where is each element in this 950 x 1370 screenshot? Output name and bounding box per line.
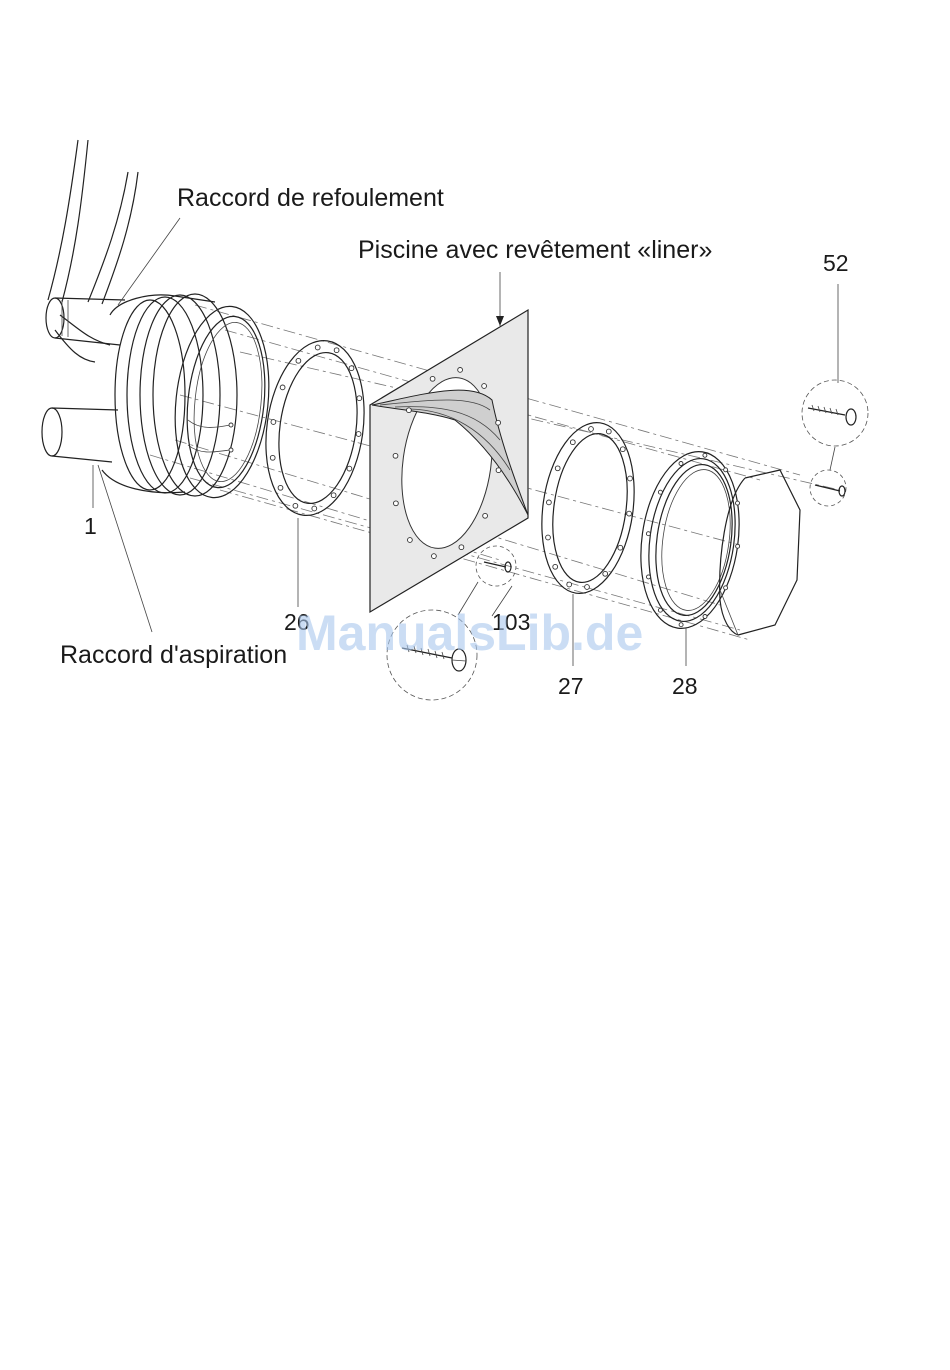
- screw-hole: [724, 586, 728, 590]
- screw-hole: [736, 544, 740, 548]
- pool-liner-label: Piscine avec revêtement «liner»: [358, 236, 712, 264]
- screw-hole: [394, 501, 399, 506]
- screw-hole: [555, 466, 560, 471]
- screw-hole: [546, 535, 551, 540]
- screw-hole: [357, 396, 362, 401]
- screw-hole: [603, 571, 608, 576]
- screw-hole: [703, 615, 707, 619]
- screw-hole: [496, 420, 501, 425]
- screw-hole: [567, 582, 572, 587]
- screw-hole: [679, 462, 683, 466]
- screw-detail-52: [802, 380, 868, 506]
- screw-hole: [658, 490, 662, 494]
- screw-hole: [703, 453, 707, 457]
- screw-hole: [293, 503, 298, 508]
- screw-hole: [347, 466, 352, 471]
- screw-hole: [334, 348, 339, 353]
- suction-connection-label: Raccord d'aspiration: [60, 641, 287, 669]
- screw-hole: [496, 468, 501, 473]
- screw-hole: [647, 575, 651, 579]
- screw-hole: [331, 493, 336, 498]
- screw-hole: [736, 501, 740, 505]
- screw-hole: [408, 538, 413, 543]
- screw-hole: [270, 455, 275, 460]
- part-number-27: 27: [558, 673, 584, 699]
- screw-hole: [430, 376, 435, 381]
- screw-hole: [432, 554, 437, 559]
- screw-hole: [349, 366, 354, 371]
- screw-hole: [724, 468, 728, 472]
- part-number-1: 1: [84, 513, 97, 539]
- screw-hole: [278, 485, 283, 490]
- screw-hole: [458, 368, 463, 373]
- screw-hole: [570, 440, 575, 445]
- watermark: ManualsLib.de: [296, 605, 643, 661]
- part-number-52: 52: [823, 250, 849, 276]
- screw-hole: [628, 476, 633, 481]
- discharge-connection-label: Raccord de refoulement: [177, 184, 444, 212]
- screw-hole: [658, 608, 662, 612]
- screw-hole: [312, 506, 317, 511]
- gasket-part-27: [531, 417, 644, 600]
- screw-hole: [627, 511, 632, 516]
- screw-hole: [393, 453, 398, 458]
- lamp-housing-part-1: [42, 294, 278, 502]
- screw-hole: [407, 408, 412, 413]
- screw-hole: [553, 564, 558, 569]
- screw-hole: [356, 432, 361, 437]
- screw-hole: [618, 545, 623, 550]
- screw-hole: [271, 420, 276, 425]
- screw-hole: [585, 585, 590, 590]
- screw-hole: [296, 358, 301, 363]
- screw-hole: [483, 513, 488, 518]
- screw-hole: [679, 623, 683, 627]
- screw-hole: [482, 384, 487, 389]
- part-number-28: 28: [672, 673, 698, 699]
- screw-hole: [315, 345, 320, 350]
- screw-hole: [606, 429, 611, 434]
- screw-hole: [547, 500, 552, 505]
- gasket-part-26: [255, 334, 375, 522]
- trim-ring-part-28: [630, 445, 750, 635]
- screw-hole: [459, 545, 464, 550]
- screw-hole: [620, 447, 625, 452]
- screw-hole: [589, 427, 594, 432]
- screw-hole: [280, 385, 285, 390]
- screw-hole: [646, 532, 650, 536]
